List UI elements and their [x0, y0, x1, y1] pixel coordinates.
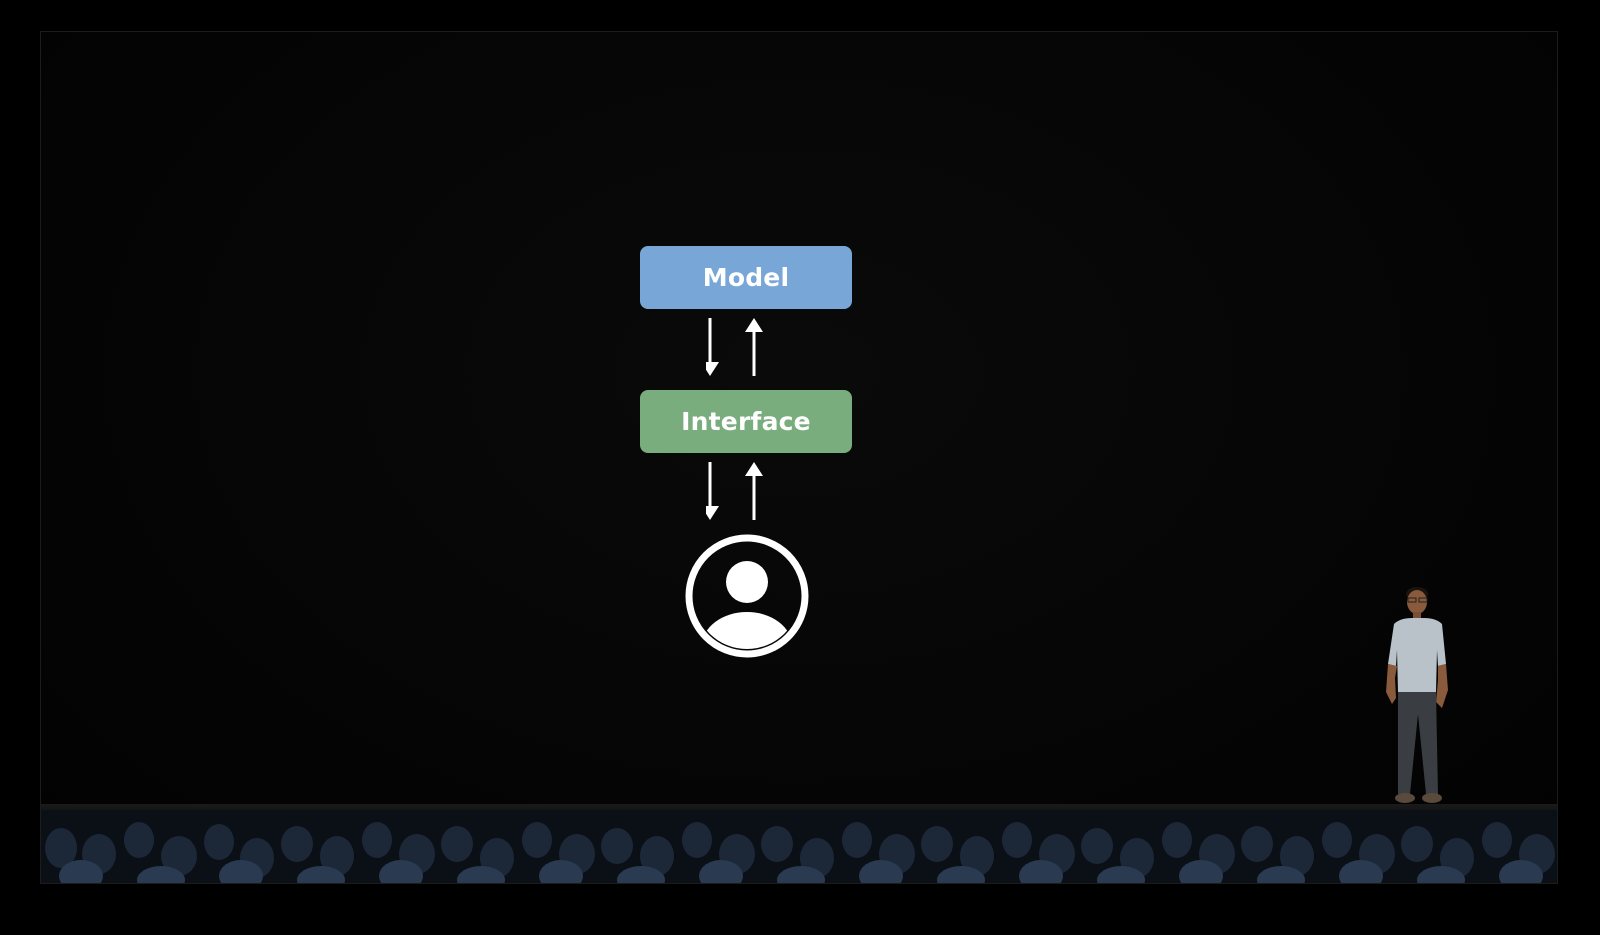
arrow-up-icon — [745, 318, 763, 376]
audience — [41, 810, 1557, 883]
person-circle-icon — [685, 534, 809, 658]
interface-user-arrows — [706, 462, 763, 520]
model-box: Model — [640, 246, 852, 309]
arrow-up-icon — [745, 462, 763, 520]
arrow-down-icon — [706, 318, 719, 376]
interface-label: Interface — [681, 407, 811, 436]
model-label: Model — [702, 263, 790, 292]
interface-box: Interface — [640, 390, 852, 453]
video-frame: Model Interface — [40, 31, 1558, 884]
presenter — [1386, 587, 1448, 803]
model-interface-arrows — [706, 318, 763, 376]
slide-diagram: Model Interface — [41, 32, 1557, 883]
arrow-down-icon — [706, 462, 719, 520]
